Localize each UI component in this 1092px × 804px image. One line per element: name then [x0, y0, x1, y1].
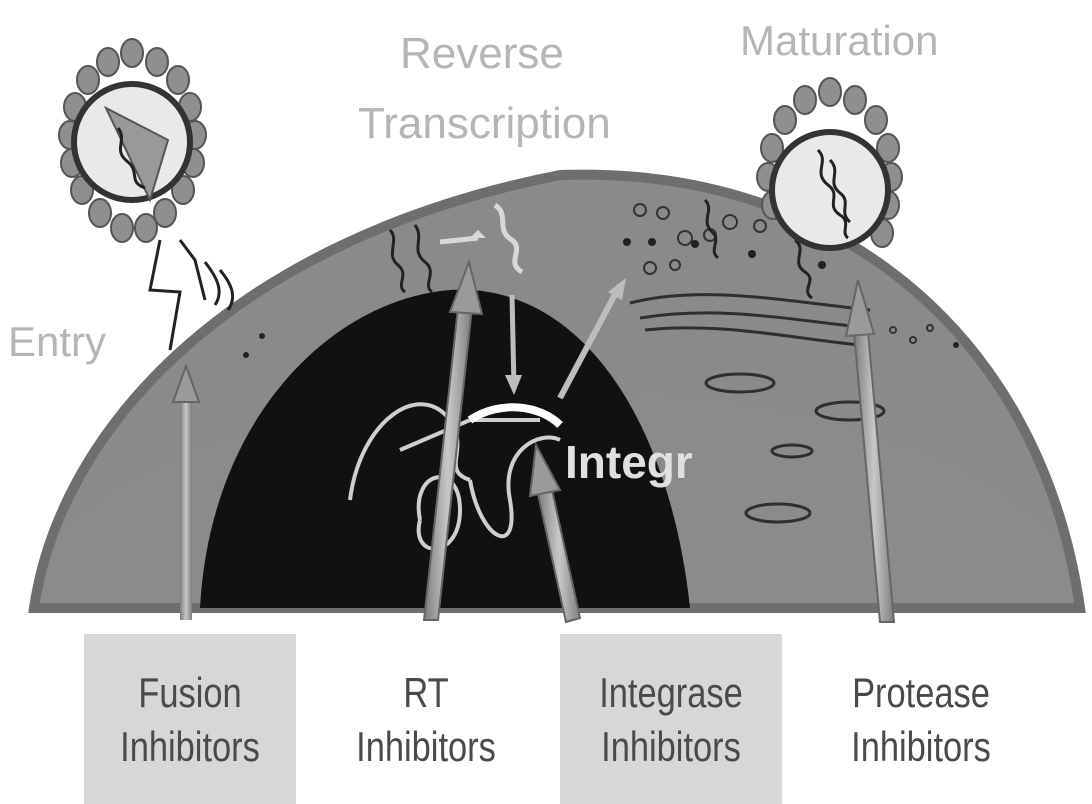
fusion-inhibitors-line1: Fusion — [103, 666, 277, 720]
fusion-inhibitors-line2: Inhibitors — [103, 720, 277, 774]
reverse-label-line1: Reverse — [400, 29, 564, 78]
rt-inhibitors-line2: Inhibitors — [339, 720, 513, 774]
reverse-label-line2: Transcription — [358, 99, 611, 148]
protease-inhibitors-line2: Inhibitors — [830, 720, 1012, 774]
entry-label: Entry — [8, 318, 106, 365]
maturation-label: Maturation — [740, 17, 938, 64]
rt-inhibitors-line1: RT — [339, 666, 513, 720]
integration-label: Integr — [565, 436, 693, 488]
rt-inhibitors-label: RT Inhibitors — [339, 666, 513, 774]
fusion-inhibitors-label: Fusion Inhibitors — [103, 666, 277, 774]
integrase-inhibitors-label: Integrase Inhibitors — [580, 666, 762, 774]
mature-virion-icon — [757, 78, 902, 248]
virion-icon — [59, 39, 206, 242]
protease-inhibitors-line1: Protease — [830, 666, 1012, 720]
integrase-inhibitors-line1: Integrase — [580, 666, 762, 720]
integrase-inhibitors-line2: Inhibitors — [580, 720, 762, 774]
protease-inhibitors-label: Protease Inhibitors — [830, 666, 1012, 774]
